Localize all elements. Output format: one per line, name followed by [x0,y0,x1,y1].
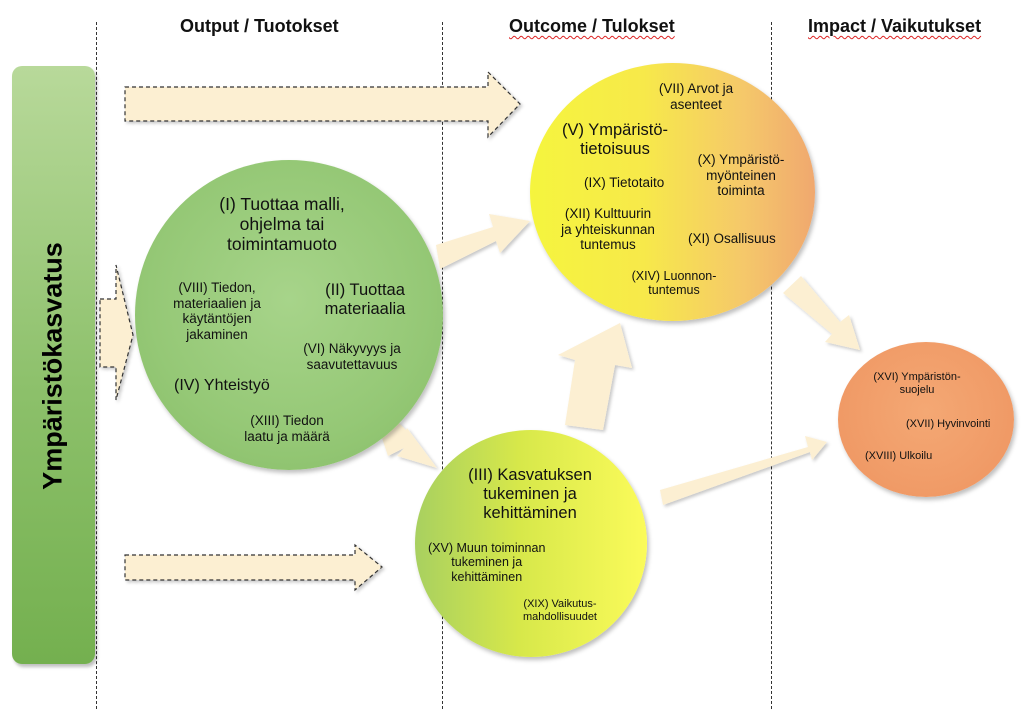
outcome-item-ix: (IX) Tietotaito [584,175,665,190]
outcome-item-xi: (XI) Osallisuus [688,231,776,246]
arrow-bottom-to-support [124,543,383,592]
support-circle [415,430,647,657]
arrow-output-to-support [382,422,437,468]
outcome-item-v: (V) Ympäristö-tietoisuus [561,121,669,158]
arrow-support-to-impact [660,436,827,505]
environmental-education-bar [12,66,95,664]
support-item-xix: (XIX) Vaikutus-mahdollisuudet [523,598,597,623]
impact-circle [838,342,1014,497]
impact-item-xvi: (XVI) Ympäristön-suojelu [873,371,961,396]
divider-1 [96,22,97,709]
arrow-support-to-outcome [558,323,632,430]
impact-item-xvii: (XVII) Hyvinvointi [906,418,991,430]
header-outcome-text: Outcome / Tulokset [509,16,675,36]
outcome-item-xiv: (XIV) Luonnon-tuntemus [631,269,717,298]
header-outcome: Outcome / Tulokset [509,16,675,37]
divider-2 [442,22,443,709]
output-item-iv: (IV) Yhteistyö [174,377,270,394]
output-circle [135,160,443,470]
impact-item-xviii: (XVIII) Ulkoilu [865,450,933,462]
arrow-left-to-output [99,264,134,401]
header-output: Output / Tuotokset [180,16,339,36]
outcome-circle [530,63,815,321]
arrow-top-to-outcome [124,70,521,139]
arrow-output-to-outcome [436,214,530,269]
arrow-outcome-to-impact [783,276,860,350]
header-impact: Impact / Vaikutukset [808,16,981,37]
header-impact-text: Impact / Vaikutukset [808,16,982,36]
divider-3 [771,22,772,709]
